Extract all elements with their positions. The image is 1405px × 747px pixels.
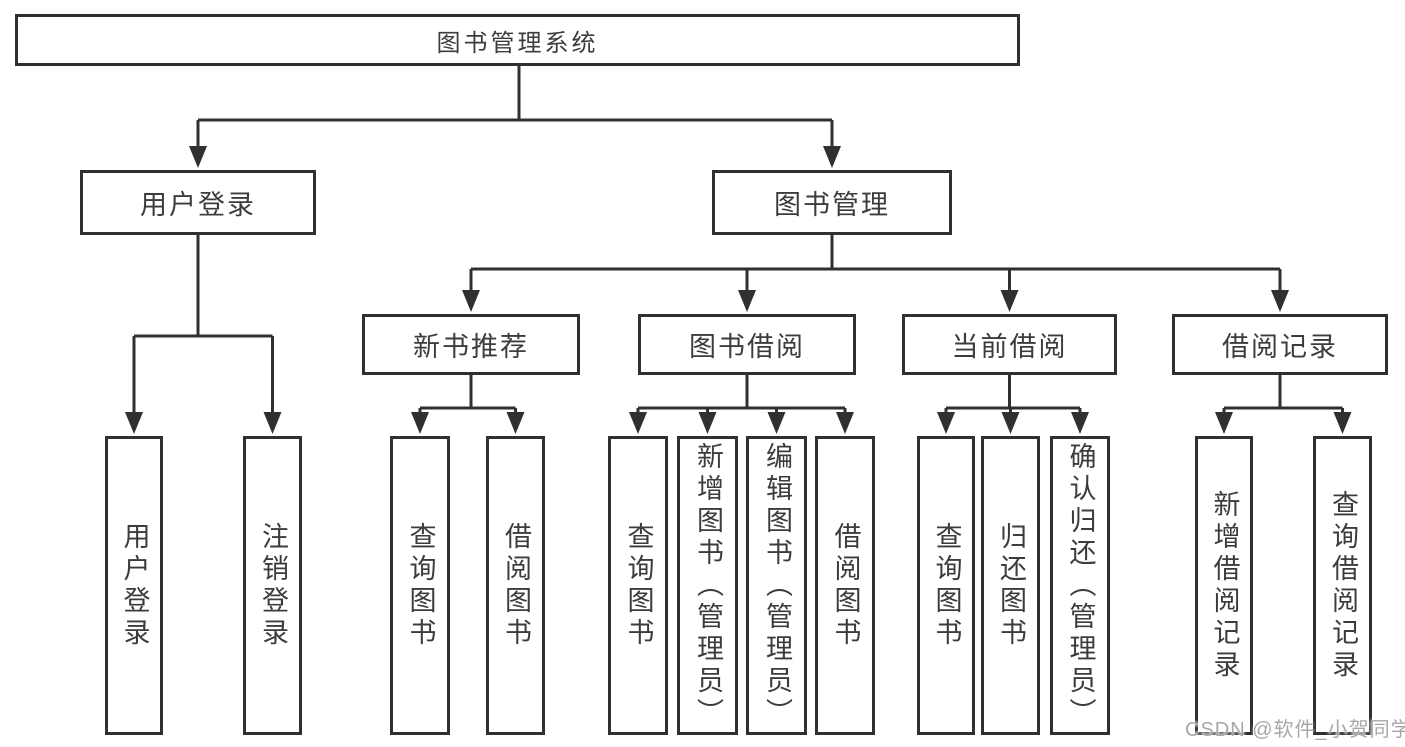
node-new-book-recommendation: 新书推荐 — [362, 314, 580, 375]
leaf-query-books-current: 查询图书 — [917, 436, 975, 735]
node-library-management-system: 图书管理系统 — [15, 14, 1020, 66]
leaf-query-books-borrow: 查询图书 — [608, 436, 668, 735]
leaf-logout-login: 注销登录 — [243, 436, 302, 735]
node-book-management: 图书管理 — [712, 170, 952, 235]
leaf-borrow-books-borrow: 借阅图书 — [815, 436, 875, 735]
node-borrowing-records: 借阅记录 — [1172, 314, 1388, 375]
leaf-borrow-books-recommend: 借阅图书 — [486, 436, 545, 735]
node-current-borrowing: 当前借阅 — [902, 314, 1117, 375]
leaf-confirm-return-admin: 确认归还（管理员） — [1050, 436, 1110, 735]
leaf-query-borrow-record: 查询借阅记录 — [1313, 436, 1372, 735]
csdn-watermark: CSDN @软件_小贺同学 — [1185, 719, 1405, 741]
leaf-edit-book-admin: 编辑图书（管理员） — [746, 436, 807, 735]
node-book-borrowing: 图书借阅 — [638, 314, 856, 375]
leaf-return-book: 归还图书 — [981, 436, 1040, 735]
leaf-user-login: 用户登录 — [105, 436, 163, 735]
leaf-query-books-recommend: 查询图书 — [390, 436, 450, 735]
leaf-add-book-admin: 新增图书（管理员） — [677, 436, 738, 735]
node-user-login: 用户登录 — [80, 170, 316, 235]
leaf-add-borrow-record: 新增借阅记录 — [1195, 436, 1253, 735]
